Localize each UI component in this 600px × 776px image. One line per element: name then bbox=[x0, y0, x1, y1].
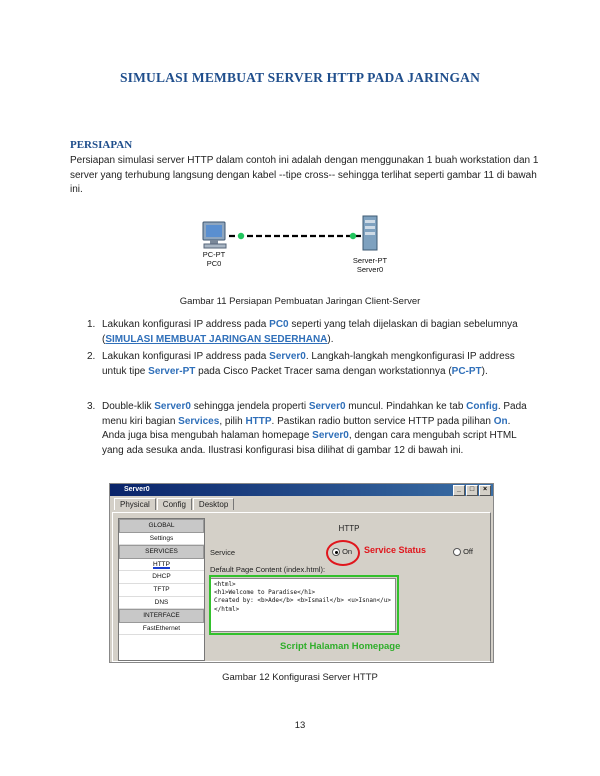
sidebar-item-http[interactable]: HTTP bbox=[119, 559, 204, 572]
sidebar-item-dhcp[interactable]: DHCP bbox=[119, 571, 204, 584]
sidebar-header-global: GLOBAL bbox=[119, 519, 204, 533]
network-diagram bbox=[202, 215, 378, 251]
sidebar-item-fastethernet[interactable]: FastEthernet bbox=[119, 623, 204, 636]
tab-desktop[interactable]: Desktop bbox=[192, 498, 235, 510]
close-button[interactable]: × bbox=[479, 485, 491, 496]
pc-icon bbox=[202, 221, 227, 249]
intro-paragraph: Persiapan simulasi server HTTP dalam con… bbox=[70, 155, 539, 195]
sidebar-header-interface: INTERFACE bbox=[119, 609, 204, 623]
config-sidebar: GLOBAL Settings SERVICES HTTP DHCP TFTP … bbox=[118, 518, 205, 661]
section-heading: PERSIAPAN bbox=[70, 139, 133, 151]
radio-off[interactable]: Off bbox=[453, 547, 473, 557]
script-annotation: Script Halaman Homepage bbox=[280, 641, 401, 652]
figure-caption-12: Gambar 12 Konfigurasi Server HTTP bbox=[222, 672, 378, 683]
sidebar-header-services: SERVICES bbox=[119, 545, 204, 559]
link-light-pc bbox=[237, 232, 245, 240]
server-icon bbox=[362, 215, 378, 251]
minimize-button[interactable]: _ bbox=[453, 485, 465, 496]
window-tabs: Physical Config Desktop bbox=[110, 496, 493, 510]
page-number: 13 bbox=[294, 720, 306, 731]
server-config-window: Server0 _ □ × Physical Config Desktop GL… bbox=[109, 483, 494, 663]
tab-physical[interactable]: Physical bbox=[114, 498, 156, 510]
service-label: Service bbox=[210, 548, 236, 557]
service-row: Service bbox=[210, 548, 235, 557]
html-editor[interactable]: <html> <h1>Welcome to Paradise</h1> Crea… bbox=[210, 578, 396, 632]
default-page-label: Default Page Content (index.html): bbox=[210, 565, 326, 574]
figure-caption-11: Gambar 11 Persiapan Pembuatan Jaringan C… bbox=[179, 296, 421, 307]
service-status-annotation: Service Status bbox=[364, 545, 427, 555]
sidebar-item-tftp[interactable]: TFTP bbox=[119, 584, 204, 597]
sidebar-item-settings[interactable]: Settings bbox=[119, 533, 204, 546]
panel-title: HTTP bbox=[338, 524, 360, 533]
window-titlebar: Server0 _ □ × bbox=[110, 484, 493, 496]
http-panel: HTTP Service On Service Status Off Defau… bbox=[209, 518, 488, 661]
radio-off-icon bbox=[453, 548, 461, 557]
window-body: GLOBAL Settings SERVICES HTTP DHCP TFTP … bbox=[112, 512, 491, 662]
red-circle-highlight bbox=[326, 540, 360, 566]
page-title: SIMULASI MEMBUAT SERVER HTTP PADA JARING… bbox=[119, 70, 481, 85]
link-light-server bbox=[349, 232, 357, 240]
sidebar-item-dns[interactable]: DNS bbox=[119, 597, 204, 610]
step-3: 3. Double-klik Server0 sehingga jendela … bbox=[87, 401, 527, 456]
step-1: 1. Lakukan konfigurasi IP address pada P… bbox=[87, 319, 518, 345]
green-box-highlight bbox=[209, 575, 399, 635]
tab-config[interactable]: Config bbox=[156, 498, 192, 510]
maximize-button[interactable]: □ bbox=[466, 485, 478, 496]
section-link[interactable]: SIMULASI MEMBUAT JARINGAN SEDERHANA bbox=[105, 333, 328, 345]
step-2: 2. Lakukan konfigurasi IP address pada S… bbox=[87, 351, 515, 377]
